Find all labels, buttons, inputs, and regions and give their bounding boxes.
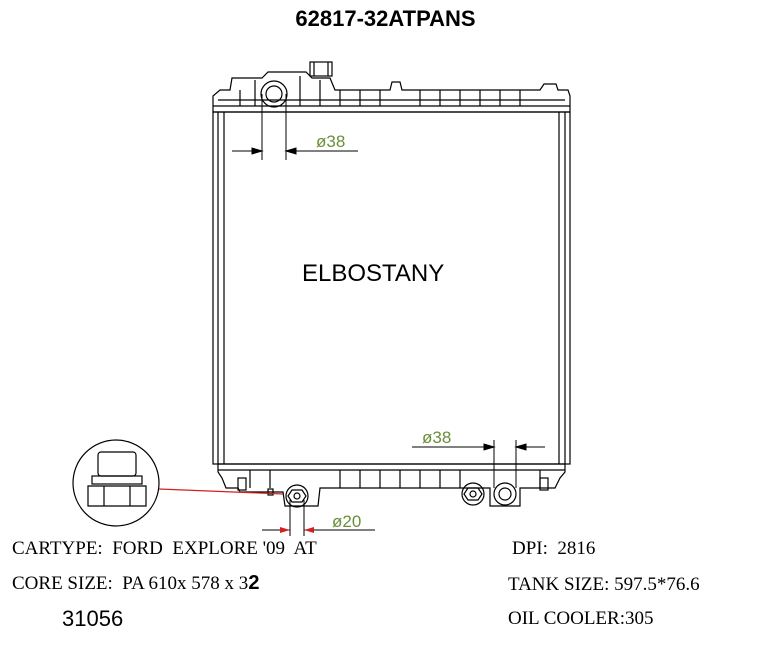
inlet-dimension-label: ø38 bbox=[316, 132, 345, 151]
detail-callout bbox=[72, 439, 160, 527]
spec-tank-size: TANK SIZE: 597.5*76.6 bbox=[508, 574, 700, 595]
part-number: 31056 bbox=[62, 606, 124, 631]
radiator-core bbox=[212, 111, 571, 465]
spec-oil-cooler: OIL COOLER:305 bbox=[508, 608, 654, 629]
oil-cooler-fitting bbox=[461, 482, 485, 506]
outlet-dimension-label: ø38 bbox=[422, 428, 451, 447]
drawing-title: 62817-32ATPANS bbox=[295, 6, 476, 31]
outlet-pipe bbox=[493, 482, 517, 506]
inlet-dimension bbox=[232, 94, 358, 160]
drain-plug bbox=[267, 484, 309, 508]
spec-core-size-text: CORE SIZE: PA 610x 578 x 3 bbox=[12, 573, 249, 594]
spec-core-size-tail: 2 bbox=[248, 572, 260, 594]
top-tank bbox=[212, 61, 571, 113]
spec-dpi: DPI: 2816 bbox=[512, 538, 596, 559]
spec-cartype: CARTYPE: FORD EXPLORE '09 AT bbox=[12, 538, 317, 559]
drain-dimension-label: ø20 bbox=[332, 512, 361, 531]
callout-leader-line bbox=[158, 488, 284, 495]
inlet-pipe bbox=[260, 80, 288, 108]
spec-core-size: CORE SIZE: PA 610x 578 x 32 bbox=[12, 572, 259, 595]
brand-label: ELBOSTANY bbox=[302, 260, 445, 287]
drain-dimension bbox=[262, 500, 375, 536]
outlet-dimension bbox=[412, 440, 545, 488]
bottom-tank bbox=[217, 463, 566, 507]
